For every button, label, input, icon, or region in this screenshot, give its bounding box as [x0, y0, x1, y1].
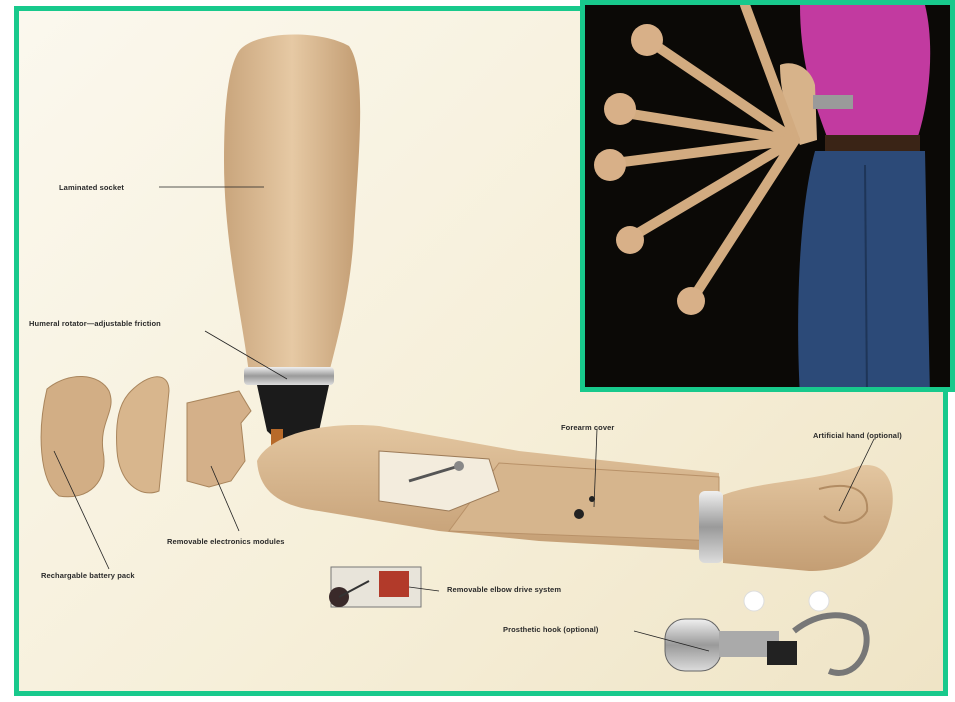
shirt — [800, 5, 930, 145]
label-elbow-drive: Removable elbow drive system — [447, 585, 561, 594]
wrist-ring — [699, 491, 723, 563]
jeans — [798, 151, 930, 392]
battery-pack — [41, 376, 111, 496]
artificial-hand — [723, 465, 893, 571]
label-forearm-cover: Forearm cover — [561, 423, 614, 432]
electronics-module-2 — [187, 391, 251, 487]
label-prosthetic-hook: Prosthetic hook (optional) — [503, 625, 599, 634]
label-humeral-rotator: Humeral rotator—adjustable friction — [29, 319, 161, 328]
laminated-socket — [224, 35, 360, 373]
prosthetic-hook — [665, 615, 867, 673]
humeral-rotator-ring — [244, 367, 334, 385]
label-battery-pack: Rechargable battery pack — [41, 571, 135, 580]
label-removable-electronics: Removable electronics modules — [167, 537, 285, 546]
inset-rotator — [813, 95, 853, 109]
electronics-module-1 — [117, 377, 169, 493]
arm-motion-inset-photo — [580, 0, 955, 392]
arm-motion-illustration — [585, 5, 955, 392]
belt — [825, 135, 920, 151]
elbow-drive-system — [329, 567, 421, 607]
label-laminated-socket: Laminated socket — [59, 183, 124, 192]
label-artificial-hand: Artificial hand (optional) — [813, 431, 902, 440]
